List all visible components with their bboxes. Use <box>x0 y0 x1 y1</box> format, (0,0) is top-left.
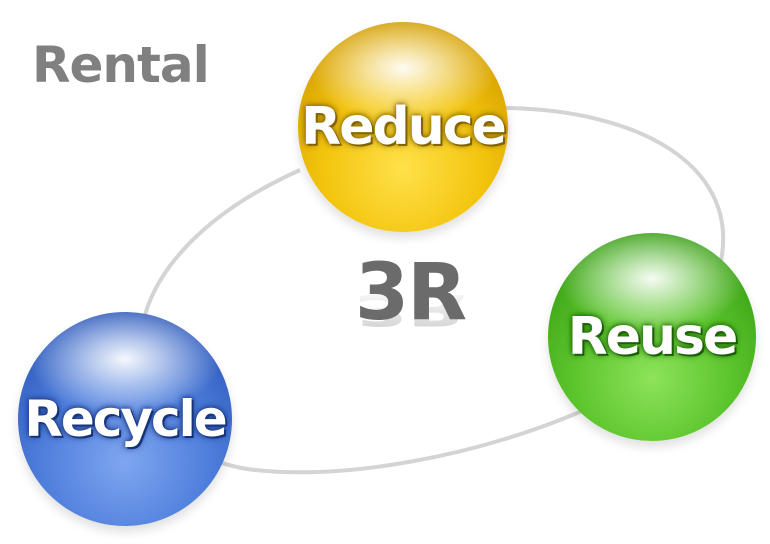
node-reuse: Reuse <box>548 233 756 441</box>
node-recycle: Recycle <box>18 312 232 526</box>
corner-label-rental: Rental <box>32 36 210 94</box>
node-recycle-label: Recycle <box>24 390 227 448</box>
node-reduce: Reduce <box>298 22 508 232</box>
center-label: 3R <box>354 248 467 338</box>
center-label-reflection: 3R <box>354 284 466 335</box>
node-reduce-label: Reduce <box>301 97 507 157</box>
node-reuse-label: Reuse <box>567 307 739 367</box>
center-title: 3R 3R <box>310 248 510 424</box>
